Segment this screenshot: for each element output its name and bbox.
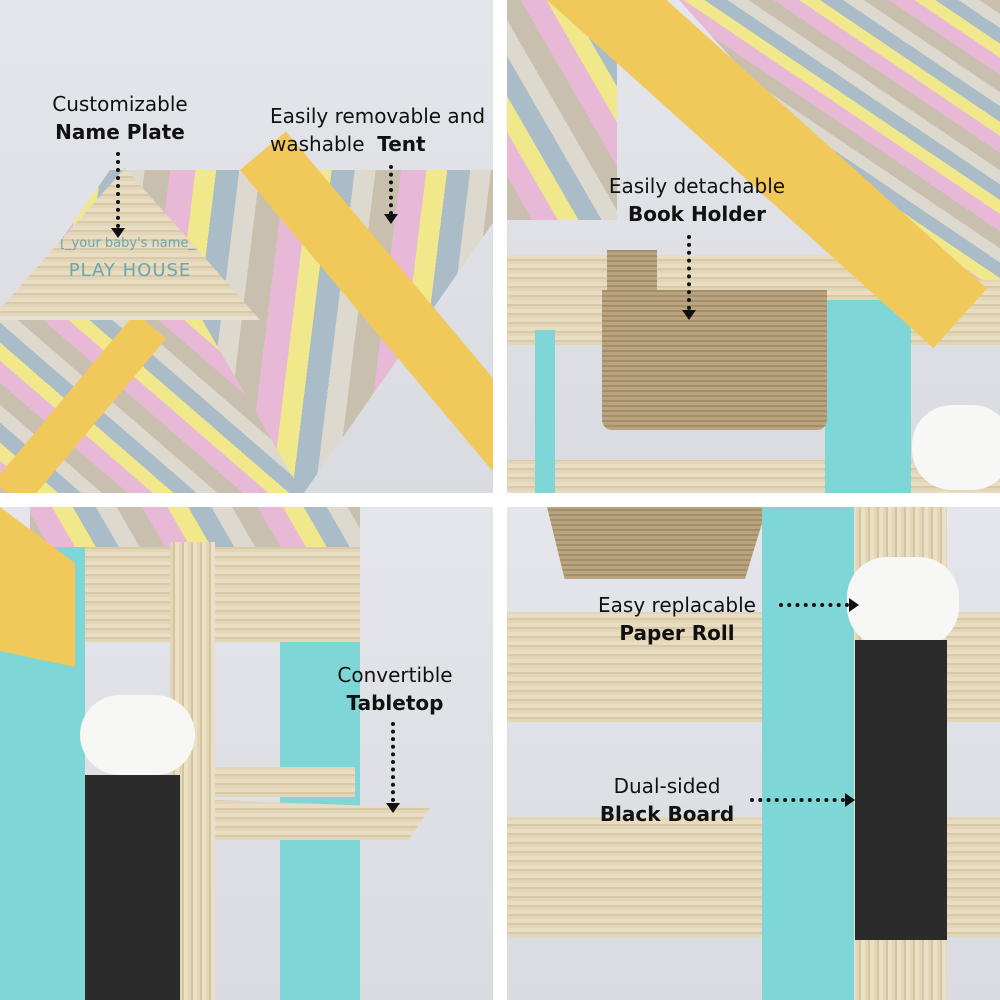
callout-title: Book Holder [627,202,767,226]
black-board [85,775,180,1000]
name-plate-title: PLAY HOUSE [68,260,192,281]
teal-post [535,330,555,493]
arrow-head-icon [384,214,398,224]
callout-black-board: Dual-sided Black Board [587,772,747,828]
callout-book-holder: Easily detachable Book Holder [597,172,797,228]
dotted-arrow [389,165,393,215]
callout-title: Black Board [599,802,735,826]
book-holder-pocket [602,290,827,430]
callout-line1: Convertible [337,663,453,687]
callout-tabletop: Convertible Tabletop [320,661,470,717]
arrow-head-icon [111,228,125,238]
teal-post [825,300,911,493]
dotted-arrow [779,603,849,607]
panel-tabletop: Convertible Tabletop [0,507,493,1000]
callout-title: Tent [377,132,426,156]
callout-paper-roll: Easy replacable Paper Roll [587,591,767,647]
callout-name-plate: Customizable Name Plate [40,90,200,146]
callout-line1: Easily removable and [270,104,486,128]
name-plate-baby-name: [_your baby's name_] [59,236,201,251]
paper-roll [847,557,959,647]
paper-roll [912,405,1000,490]
callout-line1: Easily detachable [608,174,786,198]
callout-title: Tabletop [346,691,444,715]
dotted-arrow [116,152,120,228]
tabletop-back [215,767,355,797]
dotted-arrow [750,798,845,802]
callout-tent: Easily removable and washable Tent [270,102,490,158]
dotted-arrow [687,235,691,310]
book-holder-strap [607,250,657,295]
wood-beam [80,547,360,642]
panel-name-plate-tent: [_your baby's name_] PLAY HOUSE Customiz… [0,0,493,493]
panel-paper-roll-black-board: Easy replacable Paper Roll Dual-sided Bl… [507,507,1000,1000]
teal-post [762,507,854,1000]
arrow-head-icon [682,310,696,320]
callout-line1: Customizable [52,92,188,116]
callout-title: Name Plate [55,120,185,144]
dotted-arrow [391,722,395,802]
callout-prefix: washable [270,132,365,156]
arrow-head-icon [845,793,855,807]
callout-title: Paper Roll [619,621,735,645]
black-board [855,640,947,940]
callout-line1: Dual-sided [613,774,721,798]
callout-line1: Easy replacable [598,593,756,617]
arrow-head-icon [849,598,859,612]
book-holder-pocket [547,507,767,579]
panel-book-holder: Easily detachable Book Holder [507,0,1000,493]
paper-roll [80,695,195,775]
arrow-head-icon [386,803,400,813]
